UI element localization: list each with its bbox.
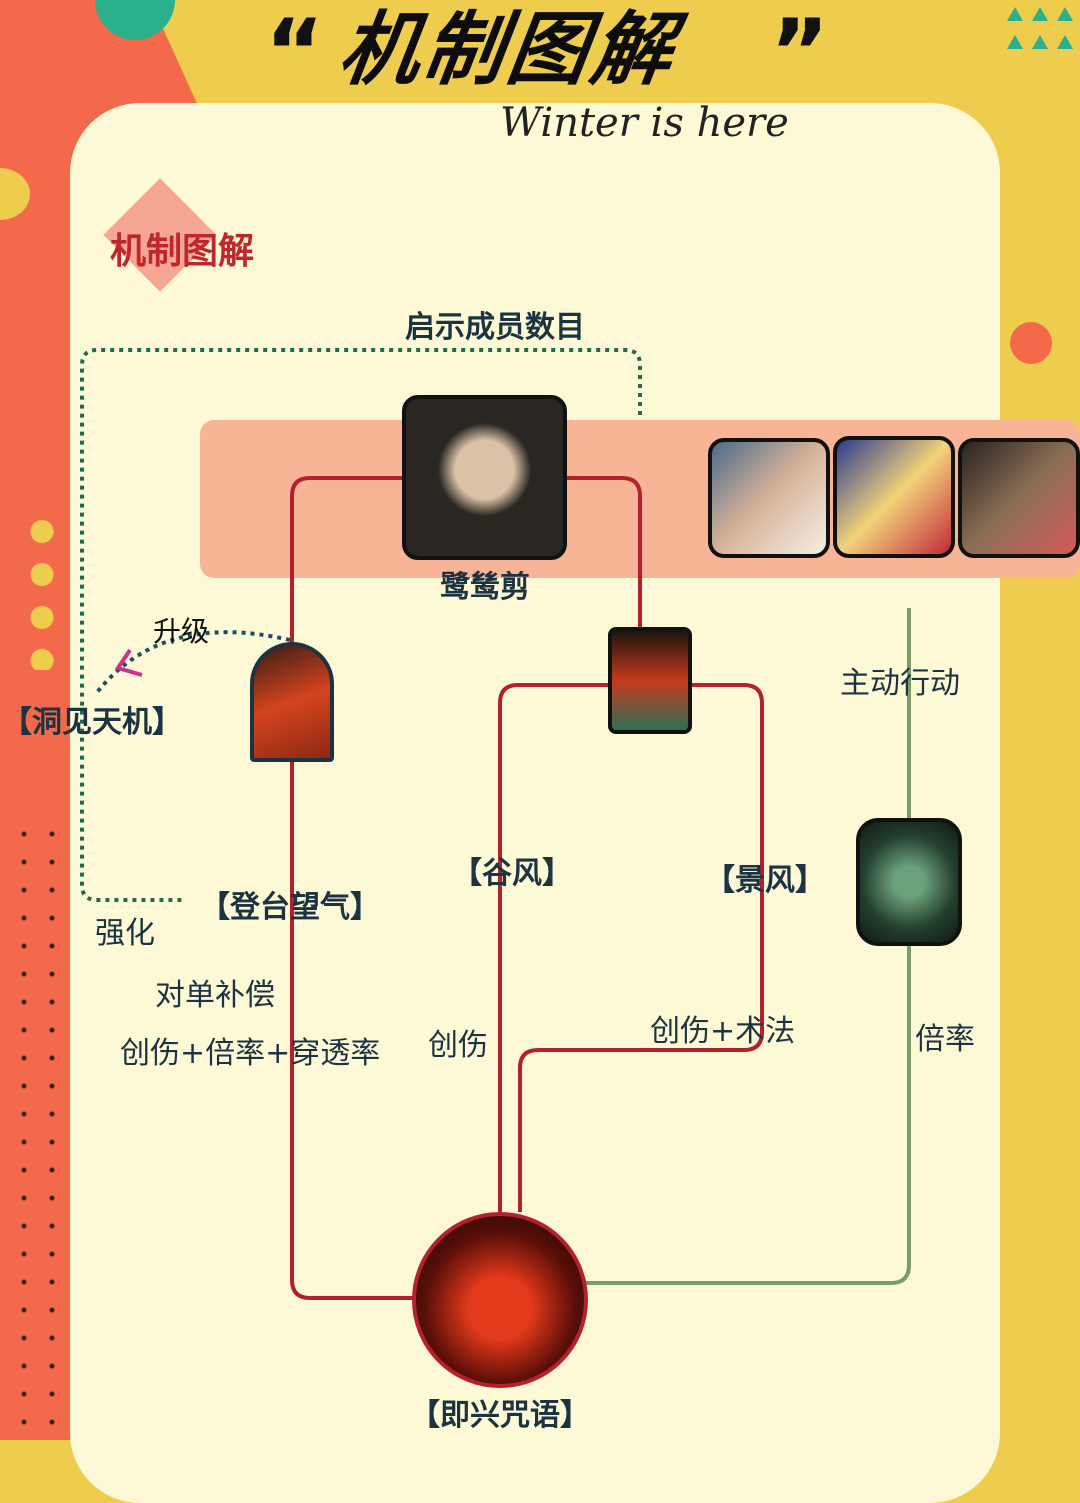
label-improv: 【即兴咒语】 bbox=[410, 1398, 590, 1433]
skill-icon-improv[interactable] bbox=[412, 1212, 588, 1388]
quote-open: “ bbox=[265, 0, 325, 105]
script-subtitle: Winter is here bbox=[500, 100, 789, 146]
label-insight: 【洞见天机】 bbox=[2, 705, 182, 740]
label-enhance: 强化 bbox=[95, 916, 155, 951]
label-team-count: 启示成员数目 bbox=[405, 310, 585, 345]
skill-icon-climb[interactable] bbox=[250, 642, 334, 762]
label-climb: 【登台望气】 bbox=[200, 890, 380, 925]
label-climb-effect: 创伤+倍率+穿透率 bbox=[120, 1036, 381, 1071]
label-valley-effect: 创伤 bbox=[428, 1028, 488, 1063]
teammate-portrait-1[interactable] bbox=[708, 438, 830, 558]
skill-icon-wind[interactable] bbox=[608, 627, 692, 734]
diagram-lines bbox=[80, 348, 911, 1300]
label-rate: 倍率 bbox=[915, 1022, 975, 1057]
label-valley-wind: 【谷风】 bbox=[452, 856, 572, 891]
teammate-portrait-3[interactable] bbox=[958, 438, 1080, 558]
decor-dots bbox=[10, 820, 70, 1440]
main-character-portrait[interactable] bbox=[402, 395, 567, 560]
line-main-to-small bbox=[565, 476, 642, 628]
label-scene-effect: 创伤+术法 bbox=[650, 1014, 796, 1049]
section-title: 机制图解 bbox=[110, 230, 255, 272]
teammate-portrait-2[interactable] bbox=[833, 436, 955, 558]
decor-circle bbox=[1010, 322, 1052, 364]
line-scene bbox=[518, 683, 764, 1212]
quote-close: ” bbox=[770, 0, 830, 105]
label-single-comp: 对单补偿 bbox=[155, 978, 275, 1013]
line-climb bbox=[290, 476, 415, 1300]
label-active-action: 主动行动 bbox=[840, 666, 960, 701]
line-active bbox=[585, 608, 911, 1285]
line-valley bbox=[498, 683, 610, 1212]
label-scene-wind: 【景风】 bbox=[705, 863, 825, 898]
dotted-team-link bbox=[80, 348, 642, 902]
label-upgrade: 升级 bbox=[153, 615, 210, 648]
skill-icon-active[interactable] bbox=[856, 818, 962, 946]
label-main-char: 鹭鸶剪 bbox=[440, 570, 530, 605]
arrow-icon bbox=[114, 648, 143, 677]
decor-triangles bbox=[1007, 7, 1073, 49]
dotted-upgrade bbox=[93, 630, 291, 697]
decor-dots bbox=[30, 510, 54, 670]
